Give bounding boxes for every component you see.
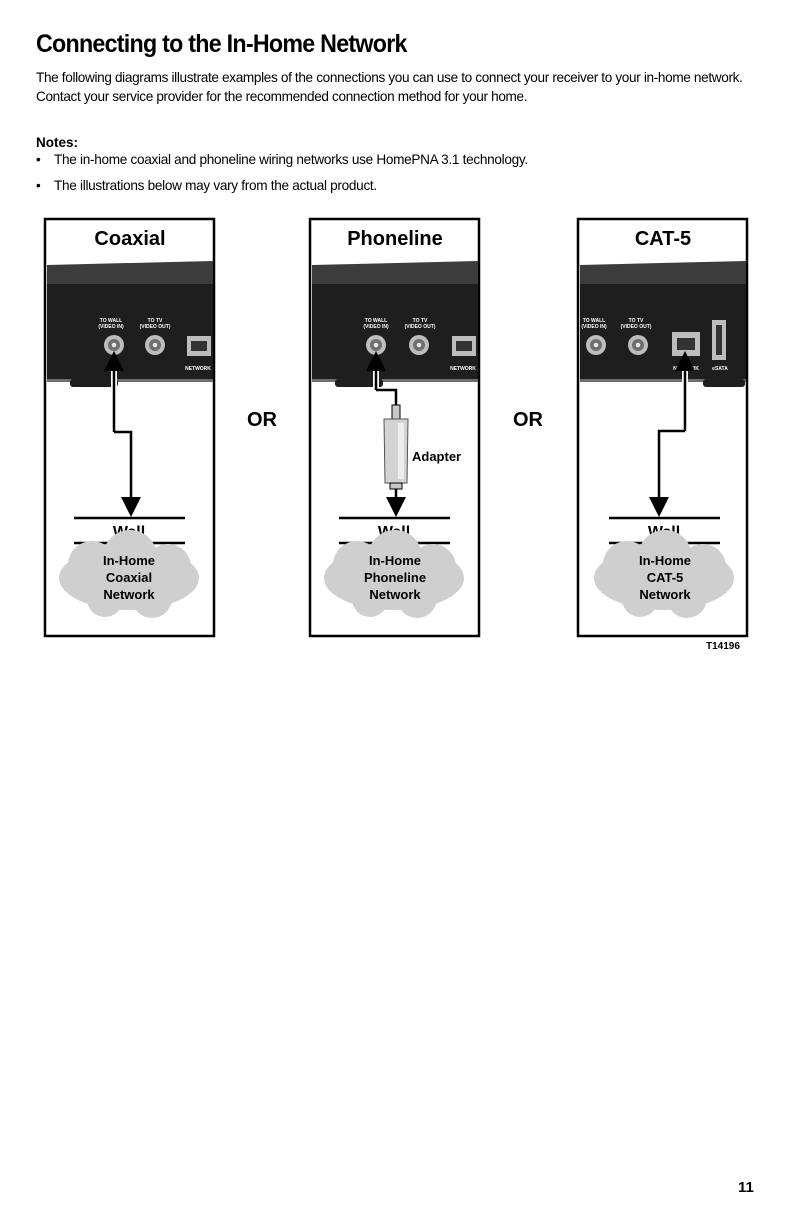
port-label-esata: eSATA <box>712 366 728 372</box>
coax-video-out-port <box>145 335 165 355</box>
receiver-top <box>312 261 478 284</box>
ethernet-port <box>672 332 700 356</box>
port-label-video-in: (VIDEO IN) <box>581 324 607 330</box>
cloud-label-line: Coaxial <box>106 570 152 585</box>
note-item: • The illustrations below may vary from t… <box>36 178 377 193</box>
network-cloud <box>594 530 734 618</box>
cloud-label-line: CAT-5 <box>647 570 684 585</box>
phoneline-adapter <box>383 404 409 490</box>
panel-title: Phoneline <box>347 228 443 250</box>
phone-cable <box>376 388 398 407</box>
cloud-label-line: In-Home <box>369 553 421 568</box>
or-label: OR <box>513 409 544 431</box>
bullet: • <box>36 152 41 167</box>
port-label-video-out: (VIDEO OUT) <box>140 324 171 330</box>
panel-phoneline: Phoneline TO WALL (VIDEO IN) TO TV (VIDE… <box>308 217 481 638</box>
receiver-back-panel <box>47 284 213 380</box>
port-label-to-wall: TO WALL <box>583 318 605 324</box>
port-label-video-in: (VIDEO IN) <box>98 324 124 330</box>
figure-id: T14196 <box>706 641 740 652</box>
page-number: 11 <box>738 1179 754 1196</box>
cloud-label-line: Phoneline <box>364 570 426 585</box>
port-label-to-tv: TO TV <box>413 318 428 324</box>
cat5-cable-arrow <box>649 429 685 517</box>
port-label-to-tv: TO TV <box>148 318 163 324</box>
network-cloud <box>324 530 464 618</box>
coax-video-out-port <box>409 335 429 355</box>
page-title: Connecting to the In-Home Network <box>36 30 407 58</box>
receiver-foot <box>335 379 383 387</box>
ethernet-port <box>187 336 211 356</box>
network-cloud <box>59 530 199 618</box>
cloud-label-line: In-Home <box>639 553 691 568</box>
connection-diagram: Coaxial TO WALL (VIDEO IN) TO TV (VIDEO … <box>43 217 749 638</box>
port-label-to-wall: TO WALL <box>100 318 122 324</box>
receiver-foot <box>70 379 118 387</box>
cloud-label-line: In-Home <box>103 553 155 568</box>
note-item: • The in-home coaxial and phoneline wirin… <box>36 152 528 167</box>
cloud-label-line: Network <box>369 587 421 602</box>
panel-title: CAT-5 <box>635 228 691 250</box>
port-label-video-out: (VIDEO OUT) <box>621 324 652 330</box>
coax-cable-arrow <box>114 430 141 517</box>
receiver-top <box>47 261 213 284</box>
ethernet-port <box>452 336 476 356</box>
notes-heading: Notes: <box>36 135 79 150</box>
cloud-label-line: Network <box>103 587 155 602</box>
coax-video-in-port <box>366 335 386 355</box>
note-text: The in-home coaxial and phoneline wiring… <box>54 152 528 167</box>
intro-paragraph: The following diagrams illustrate exampl… <box>36 70 743 104</box>
panel-cat5: CAT-5 TO WALL (VIDEO IN) TO TV (VIDEO OU… <box>576 217 749 638</box>
port-label-network: NETWORK <box>450 366 476 372</box>
note-text: The illustrations below may vary from th… <box>54 178 377 193</box>
esata-port <box>712 320 726 360</box>
coax-video-out-port <box>628 335 648 355</box>
receiver-foot <box>703 379 745 387</box>
bullet: • <box>36 178 41 193</box>
cloud-label-line: Network <box>639 587 691 602</box>
panel-coaxial: Coaxial TO WALL (VIDEO IN) TO TV (VIDEO … <box>43 217 216 638</box>
receiver-back-panel <box>312 284 478 380</box>
panel-title: Coaxial <box>94 228 165 250</box>
coax-video-in-port <box>104 335 124 355</box>
port-label-to-tv: TO TV <box>629 318 644 324</box>
adapter-label: Adapter <box>412 449 461 464</box>
port-label-network: NETWORK <box>185 366 211 372</box>
port-label-to-wall: TO WALL <box>365 318 387 324</box>
receiver-top <box>580 261 746 284</box>
coax-video-in-port <box>586 335 606 355</box>
port-label-video-out: (VIDEO OUT) <box>405 324 436 330</box>
or-label: OR <box>247 409 278 431</box>
port-label-video-in: (VIDEO IN) <box>363 324 389 330</box>
